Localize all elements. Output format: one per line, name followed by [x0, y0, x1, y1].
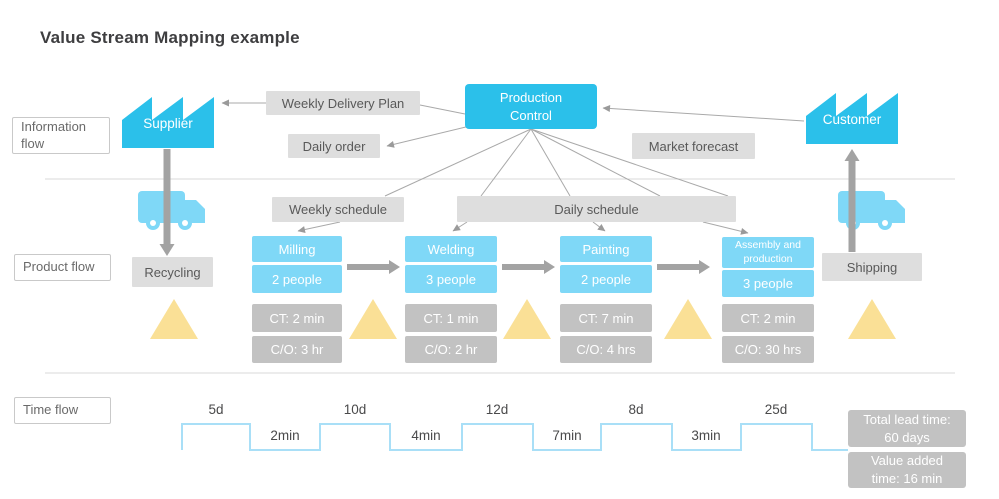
- line-pc-to-weekly-schedule: [384, 128, 532, 197]
- process-co-milling: C/O: 3 hr: [252, 336, 342, 363]
- daily-schedule-box[interactable]: Daily schedule: [457, 196, 736, 222]
- lane-label-information-flow: Information flow: [12, 117, 110, 154]
- shipping-box[interactable]: Shipping: [822, 253, 922, 281]
- timeline-label-7min: 7min: [552, 428, 582, 443]
- arrow-ds-to-assembly: [702, 221, 749, 235]
- customer-truck-icon: [838, 191, 905, 230]
- daily-order-box[interactable]: Daily order: [288, 134, 380, 158]
- process-people-assembly: 3 people: [722, 270, 814, 297]
- process-ct-assembly: CT: 2 min: [722, 304, 814, 332]
- arrow-ds-to-welding: [452, 221, 468, 232]
- line-pc-to-daily-schedule-2: [530, 128, 571, 197]
- supplier-down-arrow-stem: [163, 149, 171, 244]
- process-ct-painting: CT: 7 min: [560, 304, 652, 332]
- page-title: Value Stream Mapping example: [40, 28, 300, 47]
- inventory-triangle-shipping: [848, 299, 896, 339]
- arrow-milling-to-welding: [347, 264, 389, 270]
- process-people-painting: 2 people: [560, 265, 652, 293]
- process-co-assembly: C/O: 30 hrs: [722, 336, 814, 363]
- arrow-painting-to-assembly: [657, 264, 699, 270]
- customer-factory-icon: [806, 93, 898, 144]
- product-flow-arrows: [159, 149, 860, 274]
- process-co-painting: C/O: 4 hrs: [560, 336, 652, 363]
- supplier-factory-icon: [122, 97, 214, 148]
- process-people-welding: 3 people: [405, 265, 497, 293]
- timeline-label-4min: 4min: [411, 428, 441, 443]
- process-name-welding[interactable]: Welding: [405, 236, 497, 262]
- arrow-ds-to-painting: [592, 221, 606, 232]
- timeline-label-3min: 3min: [691, 428, 721, 443]
- inventory-triangle-recycling: [150, 299, 198, 339]
- timeline-label-12d: 12d: [485, 402, 509, 417]
- arrow-customer-to-pc: [602, 104, 805, 122]
- timeline-label-5d: 5d: [208, 402, 224, 417]
- line-pc-to-daily-schedule-3: [530, 128, 661, 197]
- weekly-schedule-box[interactable]: Weekly schedule: [272, 197, 404, 222]
- process-ct-milling: CT: 2 min: [252, 304, 342, 332]
- inventory-triangles: [150, 299, 896, 339]
- customer-up-arrow-stem: [848, 161, 856, 252]
- line-pc-to-daily-schedule-4: [530, 128, 729, 197]
- line-plan-to-production-control: [419, 104, 466, 115]
- market-forecast-box[interactable]: Market forecast: [632, 133, 755, 159]
- supplier-down-arrow-head: [159, 244, 175, 256]
- inventory-triangle-3: [664, 299, 712, 339]
- value-added-time-box: Value added time: 16 min: [848, 452, 966, 488]
- arrow-head-3: [699, 260, 710, 274]
- inventory-triangle-2: [503, 299, 551, 339]
- process-ct-welding: CT: 1 min: [405, 304, 497, 332]
- arrow-welding-to-painting: [502, 264, 544, 270]
- arrow-pc-to-daily-order: [386, 125, 471, 148]
- line-pc-to-daily-schedule-1: [480, 128, 532, 197]
- inventory-triangle-1: [349, 299, 397, 339]
- timeline-label-8d: 8d: [628, 402, 644, 417]
- lane-label-product-flow: Product flow: [14, 254, 111, 281]
- total-lead-time-box: Total lead time: 60 days: [848, 410, 966, 447]
- timeline-label-10d: 10d: [343, 402, 367, 417]
- information-flow-lines: [221, 99, 805, 235]
- recycling-box[interactable]: Recycling: [132, 257, 213, 287]
- timeline-label-2min: 2min: [270, 428, 300, 443]
- weekly-delivery-plan-box[interactable]: Weekly Delivery Plan: [266, 91, 420, 115]
- production-control-box[interactable]: Production Control: [465, 84, 597, 129]
- process-co-welding: C/O: 2 hr: [405, 336, 497, 363]
- timeline-wave: [181, 423, 848, 451]
- supplier-label: Supplier: [143, 116, 193, 131]
- supplier-truck-icon: [138, 191, 205, 230]
- process-name-milling[interactable]: Milling: [252, 236, 342, 262]
- customer-label: Customer: [822, 112, 882, 127]
- arrow-head-1: [389, 260, 400, 274]
- process-people-milling: 2 people: [252, 265, 342, 293]
- customer-up-arrow-head: [844, 149, 860, 161]
- arrow-ws-to-milling: [297, 221, 341, 233]
- arrow-head-2: [544, 260, 555, 274]
- process-name-assembly[interactable]: Assembly and production: [722, 237, 814, 268]
- process-name-painting[interactable]: Painting: [560, 236, 652, 262]
- lane-label-time-flow: Time flow: [14, 397, 111, 424]
- timeline-label-25d: 25d: [764, 402, 788, 417]
